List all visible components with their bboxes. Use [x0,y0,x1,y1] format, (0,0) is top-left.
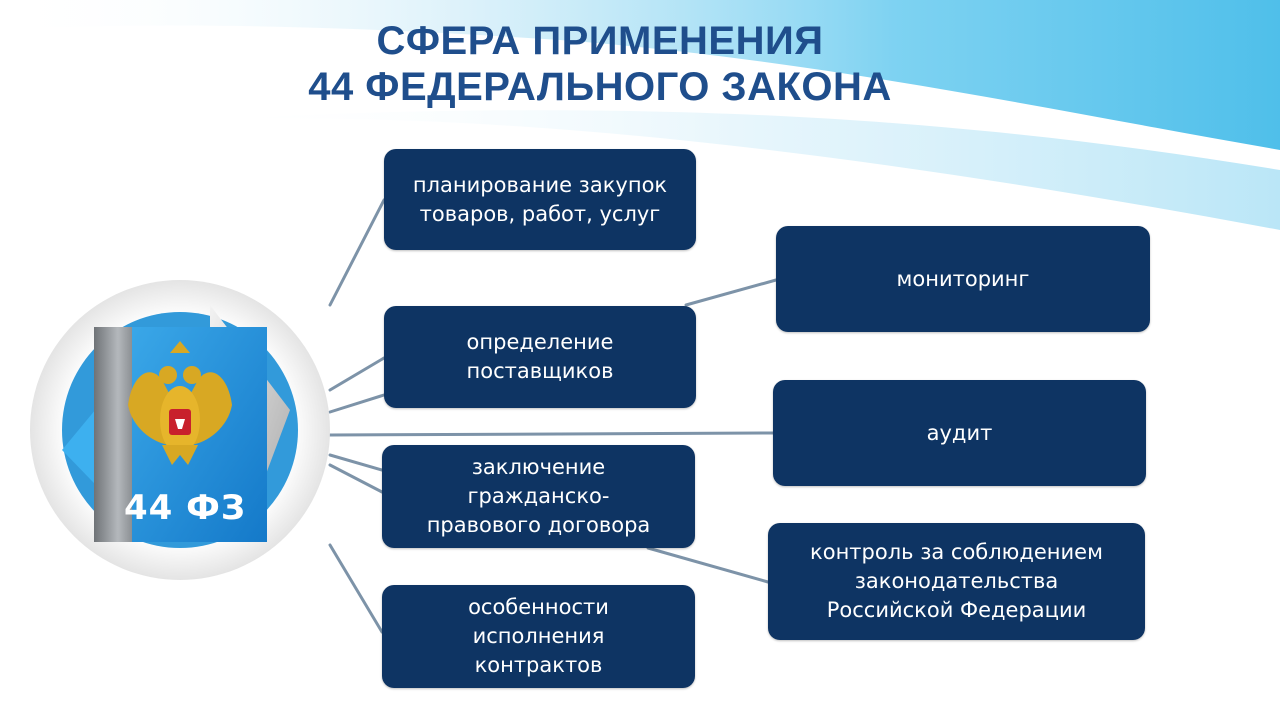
box-monitoring: мониторинг [776,226,1150,332]
coat-of-arms-icon [128,341,232,465]
box-contract: заключение гражданско- правового договор… [382,445,695,548]
book-label: 44 ФЗ [123,488,247,528]
connector-suppliers-b [328,393,386,414]
connector-suppliers-a [328,356,386,392]
connector-planning [328,198,386,307]
title-line-1: СФЕРА ПРИМЕНЕНИЯ [376,19,824,63]
connector-monitoring [684,278,778,307]
connector-execution [328,543,384,634]
connector-audit [328,431,775,437]
box-audit: аудит [773,380,1146,486]
law-book-emblem [30,280,330,580]
box-execution: особенности исполнения контрактов [382,585,695,688]
connector-contract-a [328,453,384,472]
connector-contract-b [328,463,384,494]
box-planning: планирование закупок товаров, работ, усл… [384,149,696,250]
connector-control [646,546,770,584]
box-control: контроль за соблюдением законодательства… [768,523,1145,640]
page-title: СФЕРА ПРИМЕНЕНИЯ 44 ФЕДЕРАЛЬНОГО ЗАКОНА [200,18,1000,110]
title-line-2: 44 ФЕДЕРАЛЬНОГО ЗАКОНА [308,65,892,109]
box-suppliers: определение поставщиков [384,306,696,408]
